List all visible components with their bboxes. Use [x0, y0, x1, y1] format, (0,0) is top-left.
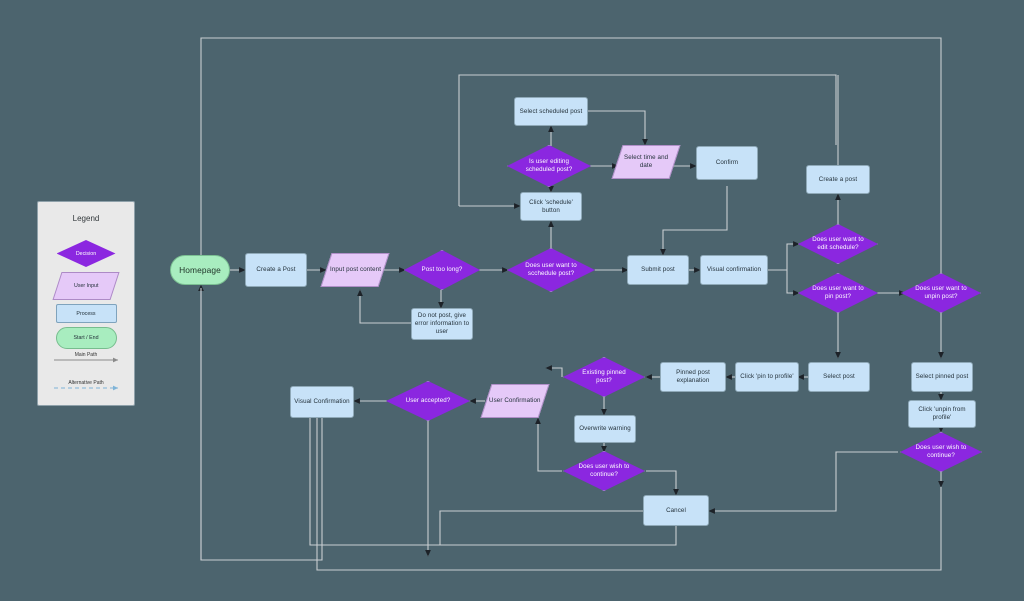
legend-item-alt-path: Alternative Path: [38, 380, 134, 391]
node-do-not-post-error[interactable]: Do not post, give error information to u…: [411, 308, 473, 340]
node-confirm[interactable]: Confirm: [696, 146, 758, 180]
node-label: Post too long?: [421, 266, 463, 274]
node-visual-confirmation[interactable]: Visual confirmation: [700, 255, 768, 285]
node-label: Select post: [823, 373, 855, 381]
node-label: Select pinned post: [915, 373, 969, 381]
node-label: Cancel: [666, 506, 686, 514]
node-label: Does user wish to continue?: [578, 463, 630, 478]
node-select-pinned-post[interactable]: Select pinned post: [911, 362, 973, 392]
node-label: Select time and date: [623, 154, 669, 169]
node-submit-post[interactable]: Submit post: [627, 255, 689, 285]
legend-item-main-path: Main Path: [38, 352, 134, 363]
node-homepage[interactable]: Homepage: [170, 255, 230, 285]
node-create-a-post-1[interactable]: Create a Post: [245, 253, 307, 287]
legend-label-user-input: User Input: [73, 283, 99, 289]
node-click-unpin-from-profile[interactable]: Click 'unpin from profile': [908, 400, 976, 428]
main-path-sample-icon: [54, 357, 119, 363]
node-pinned-post-explanation[interactable]: Pinned post explanation: [660, 362, 726, 392]
node-label: Does user wish to continue?: [915, 444, 967, 459]
node-input-post-content[interactable]: Input post content: [320, 253, 390, 287]
node-label: Visual Confirmation: [294, 398, 350, 406]
node-select-scheduled-post[interactable]: Select scheduled post: [514, 97, 588, 126]
node-label: Visual confirmation: [706, 266, 762, 274]
legend-item-decision: Decision: [38, 240, 134, 267]
node-cancel[interactable]: Cancel: [643, 495, 709, 526]
legend-item-process: Process: [38, 304, 134, 323]
node-label: Create a Post: [256, 266, 296, 274]
node-click-pin-to-profile[interactable]: Click 'pin to profile': [735, 362, 799, 392]
node-label: Pinned post explanation: [676, 369, 710, 384]
node-label: Confirm: [715, 159, 739, 167]
node-label: User accepted?: [405, 397, 451, 405]
legend-label-process: Process: [76, 310, 96, 317]
legend-item-user-input: User Input: [38, 272, 134, 300]
node-label: Click 'unpin from profile': [918, 406, 966, 421]
node-select-time-and-date[interactable]: Select time and date: [611, 145, 681, 179]
node-overwrite-warning[interactable]: Overwrite warning: [574, 415, 636, 443]
legend-panel: Legend Decision User Input Process Start…: [37, 201, 135, 406]
legend-label-decision: Decision: [75, 250, 97, 257]
node-label: Does user want to scchedule post?: [525, 262, 577, 277]
node-label: Input post content: [329, 266, 381, 274]
node-label: Do not post, give error information to u…: [414, 312, 470, 335]
node-label: Does user want to unpin post?: [915, 285, 967, 300]
node-label: Is user editing scheduled post?: [525, 158, 573, 173]
node-label: Submit post: [641, 266, 675, 274]
node-label: Homepage: [179, 264, 221, 275]
legend-item-terminal: Start / End: [38, 327, 134, 349]
node-select-post[interactable]: Select post: [808, 362, 870, 392]
node-label: Click 'schedule' button: [529, 198, 573, 214]
node-label: Click 'pin to profile': [740, 373, 794, 381]
node-label: Select scheduled post: [519, 107, 583, 115]
node-label: Create a post: [818, 175, 858, 183]
node-user-confirmation[interactable]: User Confirmation: [480, 384, 550, 418]
legend-label-terminal: Start / End: [73, 335, 99, 341]
node-label: Overwrite warning: [579, 425, 631, 433]
legend-label-main-path: Main Path: [73, 352, 99, 358]
node-label: Existing pinned post?: [582, 369, 626, 384]
node-label: Does user want to pin post?: [812, 285, 864, 300]
node-label: Does user want to edit schedule?: [812, 236, 864, 251]
node-create-a-post-2[interactable]: Create a post: [806, 165, 870, 194]
legend-title: Legend: [72, 214, 100, 223]
legend-label-alt-path: Alternative Path: [67, 380, 105, 386]
alternative-path-sample-icon: [54, 385, 119, 391]
node-visual-confirmation-2[interactable]: Visual Confirmation: [290, 386, 354, 418]
node-label: User Confirmation: [489, 397, 541, 405]
node-click-schedule-button[interactable]: Click 'schedule' button: [520, 192, 582, 221]
